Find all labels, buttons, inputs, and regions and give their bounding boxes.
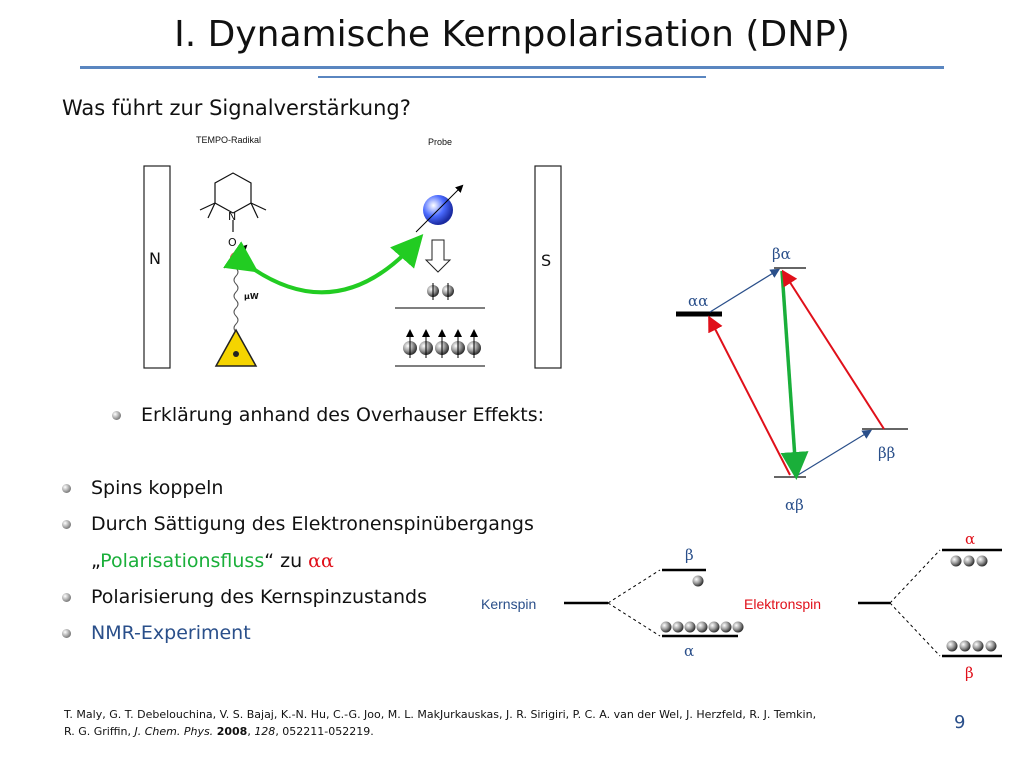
atom-o-label: O bbox=[228, 236, 237, 249]
bullet-1: Spins koppeln bbox=[62, 477, 223, 499]
label-ab: αβ bbox=[785, 496, 804, 514]
page-number: 9 bbox=[954, 712, 966, 733]
label-ba: βα bbox=[772, 245, 791, 263]
elektronspin-beta-label: β bbox=[965, 664, 974, 682]
magnet-s-pole bbox=[534, 165, 562, 369]
microwave-label: μW bbox=[244, 292, 259, 301]
reference-citation: T. Maly, G. T. Debelouchina, V. S. Bajaj… bbox=[64, 708, 817, 738]
probe-label: Probe bbox=[428, 137, 453, 147]
polarization-transfer-arrow bbox=[223, 234, 424, 295]
spin-population-lower bbox=[403, 329, 481, 358]
magnet-n-pole bbox=[143, 165, 171, 369]
kernspin-alpha-population bbox=[660, 621, 744, 633]
radiation-warning-icon bbox=[214, 328, 258, 367]
elektronspin-alpha-label: α bbox=[965, 530, 976, 548]
title-rule-secondary bbox=[318, 76, 706, 78]
microwave-wave bbox=[233, 267, 239, 341]
elektronspin-label: Elektronspin bbox=[744, 596, 822, 612]
overhauser-bullet: Erklärung anhand des Overhauser Effekts: bbox=[112, 404, 544, 426]
magnet-n-label: N bbox=[149, 249, 161, 268]
bullet-3: Polarisierung des Kernspinzustands bbox=[62, 586, 427, 608]
tempo-label: TEMPO-Radikal bbox=[196, 135, 262, 145]
spin-splitting-diagram bbox=[564, 548, 1002, 658]
down-arrow-icon bbox=[424, 239, 452, 273]
question-text: Was führt zur Signalverstärkung? bbox=[62, 96, 411, 120]
kernspin-alpha-label: α bbox=[684, 642, 695, 660]
tempo-structure bbox=[199, 172, 267, 232]
kernspin-beta-label: β bbox=[685, 546, 694, 564]
bullet-4: NMR-Experiment bbox=[62, 622, 251, 644]
overhauser-text: Erklärung anhand des Overhauser Effekts: bbox=[141, 404, 545, 426]
label-aa: αα bbox=[688, 292, 709, 310]
title-rule-primary bbox=[80, 66, 944, 69]
energy-level-diagram bbox=[676, 267, 908, 480]
atom-n-label: N bbox=[228, 210, 237, 223]
electron-spin-sphere bbox=[230, 252, 242, 264]
bullet-2: Durch Sättigung des Elektronenspinüberga… bbox=[62, 513, 534, 535]
label-bb: ββ bbox=[878, 444, 896, 462]
bullet-2-continuation: „Polarisationsfluss“ zu αα bbox=[91, 550, 334, 572]
slide-title: I. Dynamische Kernpolarisation (DNP) bbox=[174, 14, 850, 55]
magnet-s-label: S bbox=[541, 251, 552, 270]
dnp-setup-diagram bbox=[143, 165, 562, 369]
kernspin-label: Kernspin bbox=[481, 596, 537, 612]
